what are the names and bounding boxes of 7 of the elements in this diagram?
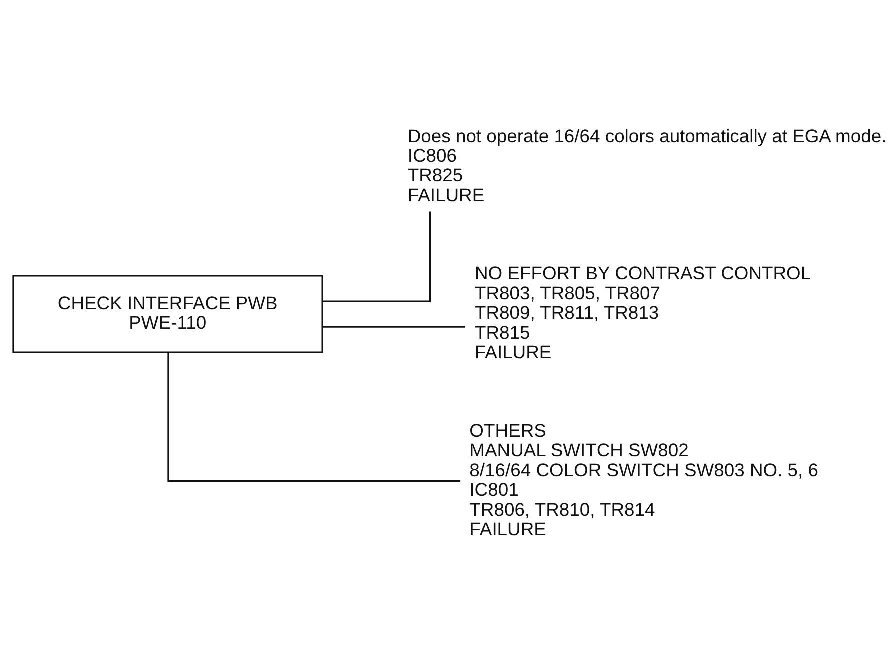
node-text: Does not operate 16/64 colors automatically at EGA mode. IC806 TR825 FAILURE <box>408 125 887 206</box>
node-text: NO EFFORT BY CONTRAST CONTROL TR803, TR805, TR807 TR809, TR811, TR813 TR815 FAILURE <box>474 262 812 363</box>
connector <box>168 352 460 482</box>
node-text: OTHERS MANUAL SWITCH SW802 8/16/64 COLOR SWITCH SW803 NO. 5, 6 IC801 TR806, TR810, TR814 FAILURE <box>470 420 819 540</box>
connector <box>322 212 432 302</box>
node-box: CHECK INTERFACE PWB PWE-110 <box>12 275 324 354</box>
connector <box>322 326 466 328</box>
